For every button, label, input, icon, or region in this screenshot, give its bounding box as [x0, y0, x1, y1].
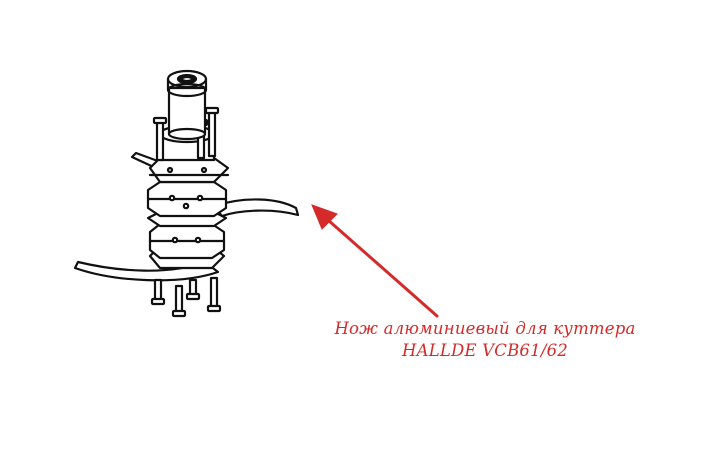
- annotation-caption: Нож алюминиевый для куттера HALLDE VCB61…: [300, 318, 670, 362]
- bottom-bolts: [150, 276, 222, 318]
- annotation-line-2: HALLDE VCB61/62: [402, 341, 568, 360]
- lower-blade: [73, 260, 220, 282]
- annotation-line-1: Нож алюминиевый для куттера: [334, 319, 636, 338]
- upper-blade: [212, 198, 300, 218]
- arrow-icon: [311, 204, 439, 318]
- upper-hub: [148, 156, 230, 184]
